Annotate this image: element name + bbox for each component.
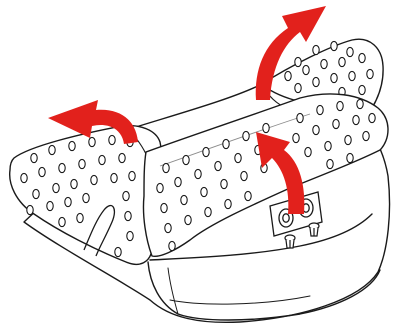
- mounting-screw-right: [309, 223, 319, 236]
- mounting-screw-left: [285, 235, 295, 248]
- left-bolster: [10, 126, 161, 265]
